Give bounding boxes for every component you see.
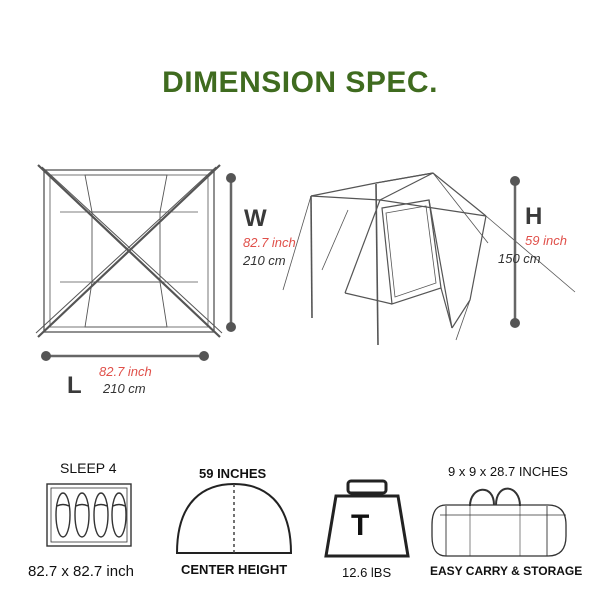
width-inch: 82.7 inch [243, 235, 296, 250]
height-inch: 59 inch [525, 233, 567, 248]
sleep-size-label: 82.7 x 82.7 inch [28, 563, 134, 580]
weight-icon [324, 479, 410, 558]
height-dimension-bar [510, 176, 520, 328]
weight-letter: T [351, 509, 370, 542]
bag-caption: EASY CARRY & STORAGE [430, 564, 583, 578]
height-cm: 150 cm [498, 251, 541, 266]
length-inch: 82.7 inch [99, 364, 152, 379]
weight-value: 12.6 lBS [342, 565, 392, 580]
width-letter: W [244, 205, 267, 232]
sleep-capacity-label: SLEEP 4 [60, 460, 117, 476]
carry-bag-icon [431, 487, 567, 557]
length-dimension-bar [41, 351, 209, 361]
length-cm: 210 cm [103, 381, 146, 396]
sleeping-bags-icon [46, 483, 132, 547]
width-dimension-bar [226, 173, 236, 332]
length-letter: L [67, 372, 82, 399]
width-cm: 210 cm [243, 253, 286, 268]
center-height-value: 59 INCHES [199, 466, 267, 481]
bag-size-label: 9 x 9 x 28.7 INCHES [448, 464, 568, 479]
page-title: DIMENSION SPEC. [162, 66, 438, 99]
dome-height-icon [175, 482, 293, 554]
tent-top-view [35, 164, 223, 338]
center-height-label: CENTER HEIGHT [181, 562, 288, 577]
tent-side-view [282, 172, 576, 346]
height-letter: H [525, 203, 543, 230]
